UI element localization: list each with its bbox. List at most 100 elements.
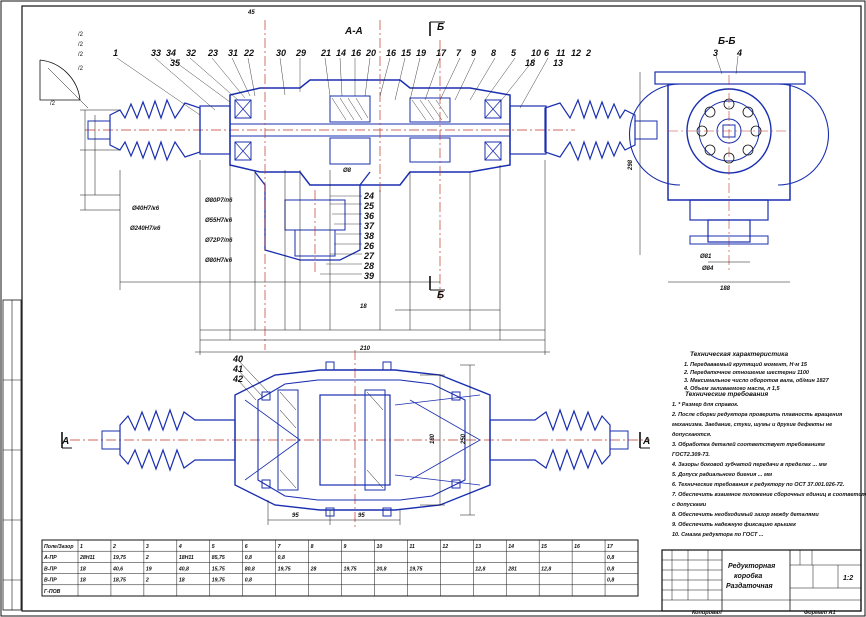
table-cell: 0,8 [607,578,614,584]
lower-plan-view [61,350,650,530]
callout-label: 19 [416,48,426,58]
tech-spec-block: Техническая характеристика 1. Передаваем… [683,351,830,392]
table-cell: 18 [80,566,86,572]
table-header-cell: 12 [442,544,448,550]
table-cell: 19,75 [278,566,291,572]
callout-label: 30 [276,48,286,58]
dim-plan-95-b: 95 [358,513,365,519]
table-header-cell: 9 [344,544,347,550]
callout-label: 32 [186,48,196,58]
callout-label: 27 [363,251,375,261]
table-header-cell: 3 [146,544,149,550]
side-callout-3: 3 [713,48,718,58]
section-label-aa: А-А [344,26,363,37]
fit-label-3: Ø80P7/п6 [205,198,233,204]
table-cell: 85,75 [212,555,225,561]
svg-text:/2: /2 [78,66,84,72]
callout-label: 8 [491,48,496,58]
dim-overall: 210 [359,346,371,352]
plan-housing [234,369,491,511]
table-cell: 0,8 [278,555,285,561]
table-cell: 281 [507,566,517,572]
dim-plan-180: 180 [430,433,436,444]
side-callout-4: 4 [736,48,742,58]
callout-label: 18 [525,58,535,68]
callout-label: 13 [553,58,563,68]
callout-label: 22 [243,48,254,58]
fit-label-5: Ø72P7/п6 [205,238,233,244]
table-cell: 40,8 [178,566,189,572]
tech-req-block: Технические требования 1. * Размер для с… [671,390,866,538]
table-cell: 2 [145,578,149,584]
table-cell: 19,75 [409,566,422,572]
callout-label: 7 [456,48,462,58]
table-cell: 0,8 [607,566,614,572]
dim-side-small: Ø81 [700,254,712,260]
dim-plan-250: 250 [461,433,467,445]
table-cell: 15,75 [212,566,225,572]
table-header-cell: 5 [212,544,215,550]
callout-label: 36 [364,211,375,221]
table-header-cell: 6 [245,544,248,550]
plan-callout-41: 41 [232,364,243,374]
tech-spec-title: Техническая характеристика [690,351,788,358]
tech-req-line: с допусками [672,502,707,508]
tech-spec-lines: 1. Передаваемый крутящий момент, Н·м 152… [683,361,830,392]
tech-req-title: Технические требования [685,390,768,398]
callout-label: 15 [401,48,412,58]
tech-spec-line: 3. Максимальное число оборотов вала, об/… [684,377,830,384]
tech-req-line: 2. После сборки редуктора проверить плав… [671,411,843,418]
table-header-cell: 13 [475,544,481,550]
callout-label: 20 [365,48,376,58]
table-cell: 19 [146,566,152,572]
tech-req-line: допускаются. [672,432,712,438]
tech-spec-line: 2. Передаточное отношение шестерни 1100 [683,370,809,376]
dim-side-width: 188 [720,286,731,292]
tech-req-line: 5. Допуск радиального биения ... мм [672,471,772,478]
callout-label: 23 [207,48,218,58]
tech-req-line: 9. Обеспечить надежную фиксацию крышек [672,521,797,528]
table-cell: 19,75 [113,555,126,561]
callout-label: 34 [166,48,176,58]
callout-label: 28 [363,261,374,271]
svg-text:/2: /2 [78,32,84,38]
table-header-cell: 2 [112,544,116,550]
table-header-cell: 17 [607,544,614,550]
tech-req-line: 10. Смазка редуктора по ГОСТ ... [672,532,764,538]
title-scale: 1:2 [843,575,853,582]
dim-plan-95-a: 95 [292,513,299,519]
table-cell: 19,75 [344,566,357,572]
section-marker-a-left: А [61,436,69,447]
dim-18: 18 [360,304,367,310]
table-header-cell: 16 [574,544,580,550]
table-cell: 18 [179,578,185,584]
plan-callout-42: 42 [232,374,243,384]
callout-label: 17 [436,48,447,58]
table-header-cell: 1 [80,544,83,550]
callout-label: 33 [151,48,161,58]
callout-label: 21 [320,48,331,58]
tech-req-line: 3. Обработка деталей соответствует требо… [672,441,825,448]
main-section-view [80,20,658,355]
section-label-bb: Б-Б [718,36,736,47]
callout-label: 25 [363,201,375,211]
table-cell: 18,75 [113,578,126,584]
table-cell: А-ПР [43,555,57,561]
callout-label: 26 [363,241,375,251]
table-cell: 0,8 [245,555,252,561]
callout-label: 24 [363,191,374,201]
table-cell: 19,75 [212,578,225,584]
side-view-bb [629,55,829,283]
table-header-cell: 14 [508,544,514,550]
title-name-1: Редукторная [728,562,775,570]
table-cell: Г-ПОВ [44,589,61,595]
table-cell: 20,8 [375,566,386,572]
callout-label: 16 [386,48,397,58]
roughness-symbol: /2 /2 /2 /2 /2 [39,32,89,109]
section-marker-b-bottom: Б [437,290,444,301]
